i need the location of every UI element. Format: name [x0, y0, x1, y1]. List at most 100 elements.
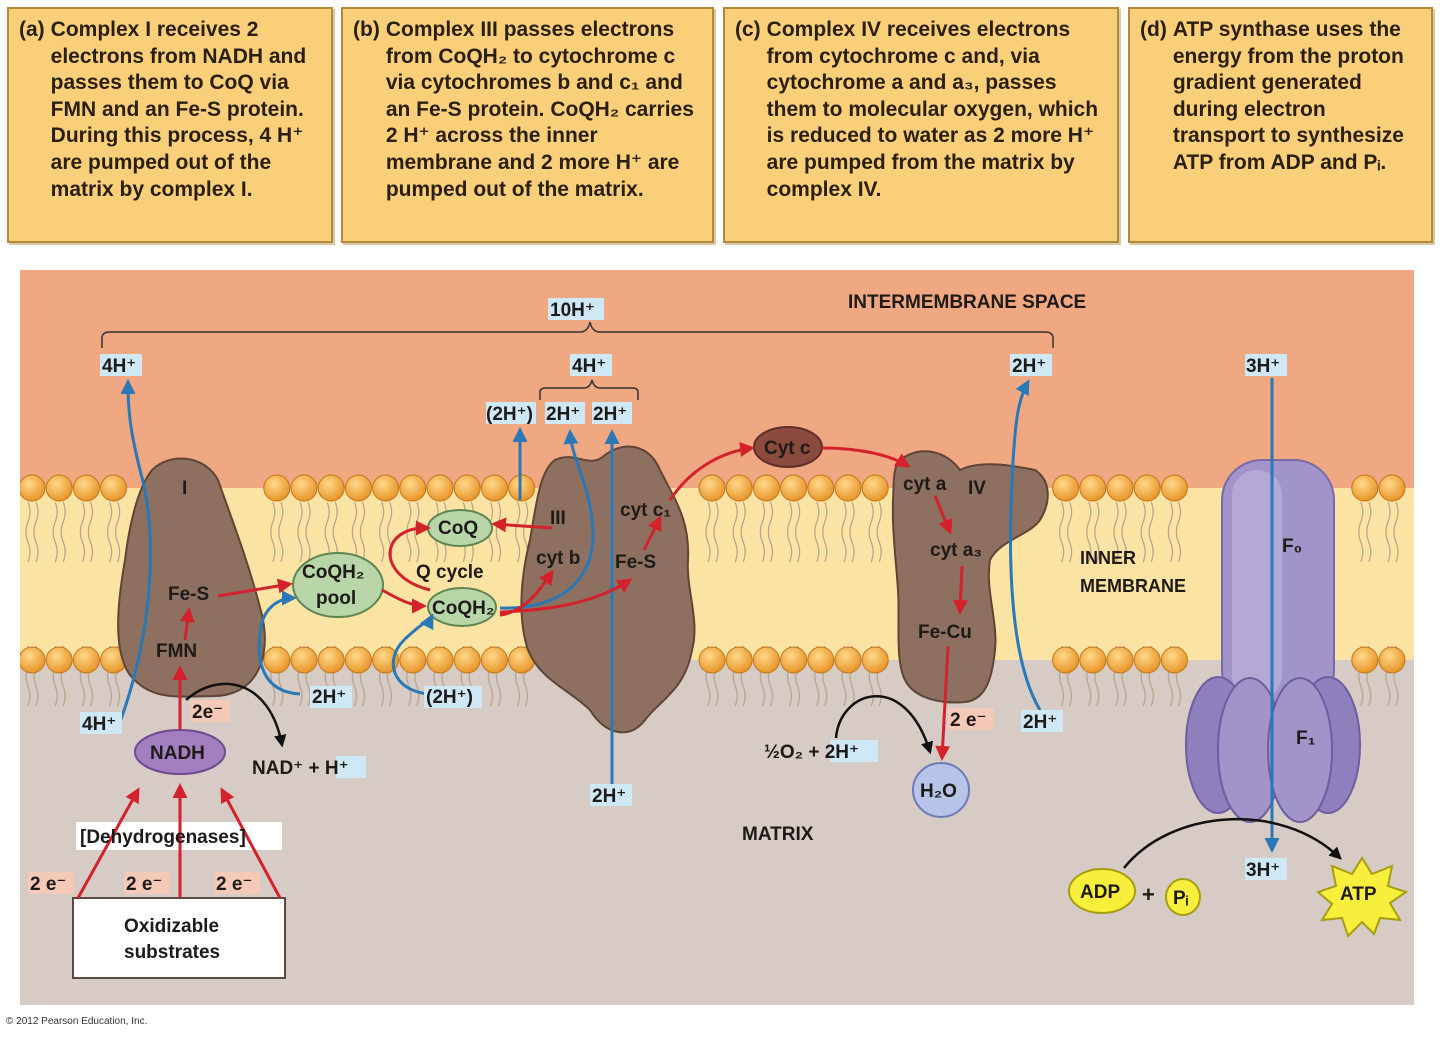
electrons-nadh-label: 2e⁻ [192, 702, 223, 723]
electrons-sub-2-label: 2 e⁻ [126, 874, 162, 895]
lipid-head [399, 474, 427, 502]
lipid-head [263, 474, 291, 502]
lipid-head [72, 646, 100, 674]
lipid-head [480, 474, 508, 502]
lipid-bilayer [20, 474, 1406, 707]
lipid-tail [351, 501, 366, 563]
label-bg [545, 402, 585, 424]
lipid-head [1079, 474, 1107, 502]
lipid-tail [52, 501, 66, 563]
electron-label-bg [214, 872, 260, 894]
lipid-head [45, 646, 73, 674]
complex-iv-fecu: Fe-Cu [918, 622, 972, 643]
adp-molecule [1068, 868, 1136, 914]
complex-i-numeral: I [182, 478, 187, 499]
proton-total-label: 10H⁺ [550, 300, 595, 321]
nadh-label: NADH [150, 743, 205, 764]
cyt-c-label: Cyt c [764, 438, 811, 459]
electrons-iv-label: 2 e⁻ [950, 710, 986, 731]
electron-arrow-fmn-fes [179, 607, 195, 641]
proton-q-out-label: (2H⁺) [486, 404, 533, 425]
label-bg [1010, 354, 1052, 376]
lipid-head [480, 646, 508, 674]
lipid-tail [297, 501, 311, 563]
matrix-label: MATRIX [742, 824, 814, 845]
label-bg [336, 756, 366, 778]
electron-label-bg [948, 708, 994, 730]
lipid-head [399, 646, 427, 674]
lipid-head [834, 474, 862, 502]
electron-arrow-pool-coqh2 [381, 588, 427, 614]
water-molecule [912, 762, 970, 818]
complex-i [117, 457, 266, 698]
lipid-tail [705, 501, 719, 563]
label-bg [486, 402, 536, 424]
lipid-head [20, 474, 46, 502]
proton-c3-out-b-label: 2H⁺ [593, 404, 627, 425]
label-bg [590, 784, 632, 806]
lipid-head [780, 646, 808, 674]
lipid-tail [378, 501, 393, 563]
complex-i-fmn: FMN [156, 641, 197, 662]
label-bg [424, 686, 482, 708]
complex-iii-numeral: III [550, 508, 566, 529]
lipid-head [1106, 646, 1134, 674]
lipid-tail [270, 501, 284, 563]
lipid-tail [25, 501, 39, 563]
proton-c3-out-a-label: 2H⁺ [546, 404, 580, 425]
lipid-tail [1086, 501, 1100, 563]
electron-arrow-cyta3-fecu [953, 565, 969, 615]
coqh2-carrier [427, 587, 497, 627]
panel-title: ATP synthase [1172, 18, 1310, 41]
substrates-label-2: substrates [124, 942, 220, 963]
proton-c3-in-label: 2H⁺ [592, 786, 626, 807]
panel-text: uses the energy from the proton gradient… [1172, 18, 1404, 174]
lipid-head [426, 646, 454, 674]
dehydrogenases-label: [Dehydrogenases] [80, 827, 246, 848]
lipid-tail [1140, 501, 1154, 563]
q-cycle-label: Q cycle [416, 562, 484, 583]
electrons-sub-1-label: 2 e⁻ [30, 874, 66, 895]
lipid-tail [759, 501, 774, 563]
electron-label-bg [124, 872, 170, 894]
lipid-head [1133, 474, 1161, 502]
electron-arrow-coqh2-fes [499, 578, 633, 614]
lipid-head [263, 646, 291, 674]
lipid-tail [1358, 501, 1372, 563]
electron-arrow-coqh2-cytb [499, 569, 554, 617]
atp-synthase-f0: F₀ [1282, 536, 1302, 557]
lipid-head [317, 474, 345, 502]
lipid-head [45, 474, 73, 502]
lipid-head [780, 474, 808, 502]
atp-synthesis-arrow [1123, 817, 1342, 869]
atp-label: ATP [1340, 884, 1377, 905]
inner-membrane-label-2: MEMBRANE [1080, 576, 1186, 596]
proton-c1-out-label: 4H⁺ [102, 356, 136, 377]
lipid-head [1351, 474, 1379, 502]
panel-title: Complex I [50, 18, 152, 41]
lipid-head [834, 646, 862, 674]
total-proton-brace [101, 321, 1054, 348]
label-bg [830, 740, 878, 762]
label-bg [592, 402, 632, 424]
label-bg [570, 354, 612, 376]
water-label: H₂O [920, 781, 957, 802]
lipid-head [1052, 646, 1080, 674]
lipid-head [100, 474, 128, 502]
panel-title: Complex IV [766, 18, 882, 41]
lipid-tail [786, 501, 801, 563]
label-bg [1245, 858, 1287, 880]
panel-complex-iv: (c) Complex IV receives electrons from c… [723, 7, 1119, 243]
adp-label: ADP [1080, 882, 1120, 903]
panel-letter: (b) [353, 18, 380, 41]
lipid-head [725, 646, 753, 674]
lipid-tail [841, 501, 855, 563]
lipid-tail [324, 501, 338, 563]
complex-iii-proton-brace [539, 379, 639, 400]
electron-arrow-fecu-water [935, 645, 951, 761]
electron-arrow-sub-1 [76, 787, 140, 899]
lipid-head [1378, 474, 1406, 502]
pi-molecule [1165, 878, 1201, 916]
electron-arrow-cytc-cyta [821, 446, 911, 468]
lipid-head [372, 474, 400, 502]
